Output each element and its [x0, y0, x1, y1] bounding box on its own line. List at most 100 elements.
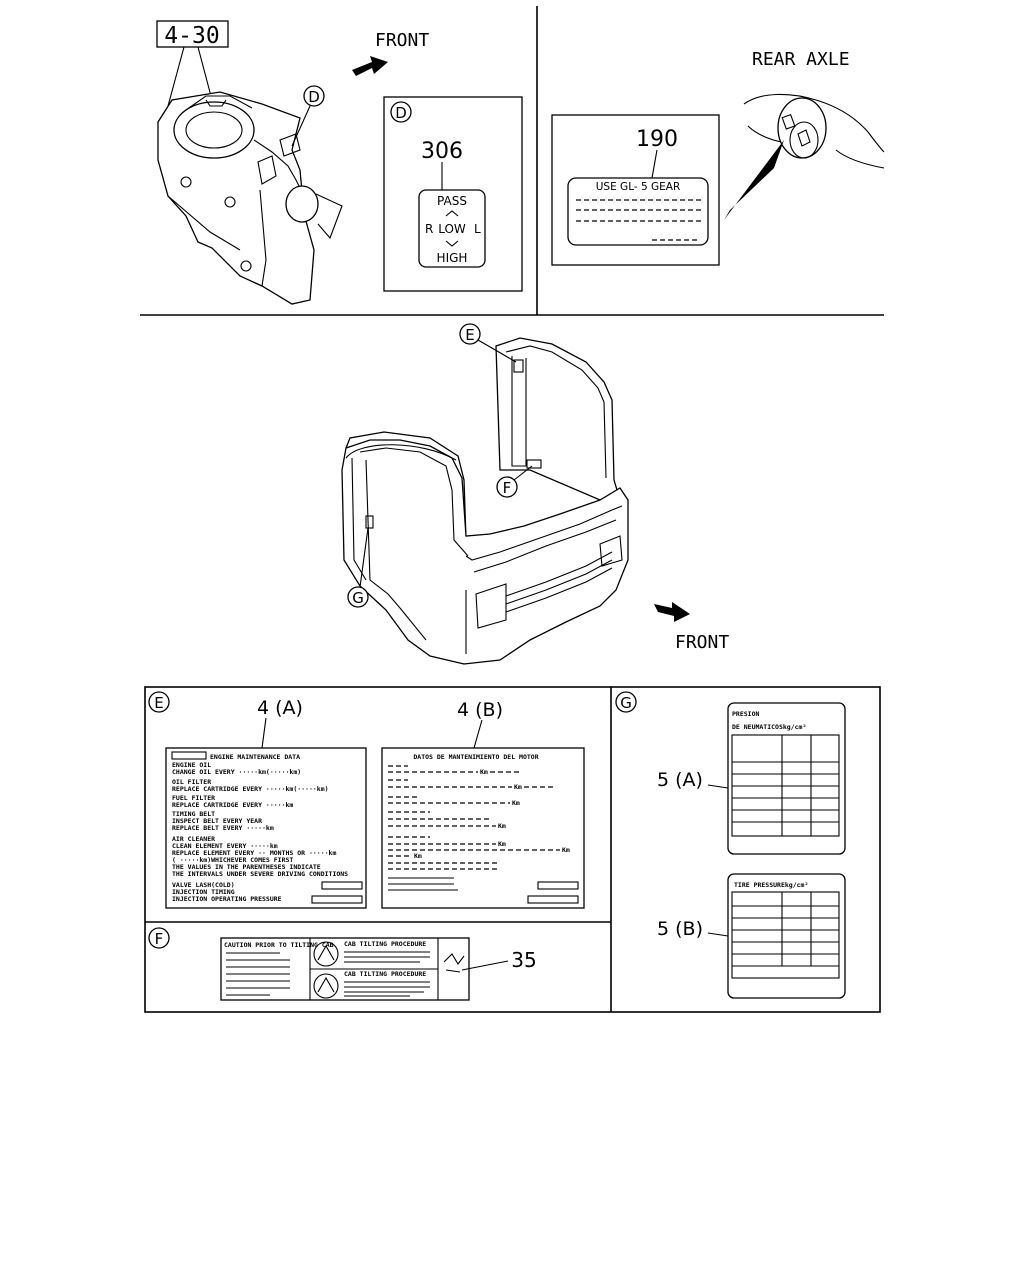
svg-text:Km: Km: [498, 822, 506, 830]
front-label-cab: FRONT: [675, 632, 729, 653]
part-ref-4-30: 4-30: [164, 23, 219, 49]
leader-4a: [261, 717, 267, 749]
leader-g: [359, 527, 369, 588]
detail-d-box: D 306 PASS R LOW L HIGH: [383, 96, 523, 292]
label-5a-line2: DE NEUMATICOSkg/cm²: [732, 723, 806, 731]
warning-pictogram-icon: [443, 953, 465, 973]
gear-oil-label-text: USE GL- 5 GEAR: [596, 181, 681, 193]
label-4a: [165, 747, 367, 909]
leader-4-30-b: [197, 46, 213, 101]
svg-text:Km: Km: [562, 846, 570, 854]
svg-text:THE INTERVALS UNDER SEVERE DRI: THE INTERVALS UNDER SEVERE DRIVING CONDI…: [172, 870, 348, 878]
labels-frame: [144, 686, 881, 1013]
cab-tilt-icon-1: [313, 941, 339, 967]
detail-d-marker: D: [395, 104, 407, 122]
cab-drawing: [341, 337, 629, 665]
svg-text:AIR CLEANER: AIR CLEANER: [172, 835, 215, 843]
part-number-5b[interactable]: 5 (B): [657, 918, 703, 940]
transfer-housing-drawing: [157, 91, 343, 305]
svg-text:VALVE LASH(COLD): VALVE LASH(COLD): [172, 881, 235, 889]
shift-label-pass: PASS: [437, 194, 467, 208]
svg-text:REPLACE CARTRIDGE EVERY ·····k: REPLACE CARTRIDGE EVERY ·····km: [172, 801, 293, 809]
gear-oil-label-box: 190 USE GL- 5 GEAR: [551, 114, 720, 266]
svg-text:E: E: [465, 326, 474, 344]
shift-label-r: R: [425, 222, 433, 236]
svg-text:INSPECT BELT EVERY YEAR: INSPECT BELT EVERY YEAR: [172, 817, 262, 825]
label-35-procedure-title-1: CAB TILTING PROCEDURE: [344, 940, 426, 948]
front-label-top: FRONT: [375, 30, 429, 51]
svg-text:( ·····km)WHICHEVER COMES FIRS: ( ·····km)WHICHEVER COMES FIRST: [172, 856, 293, 864]
rear-axle-drawing: [743, 93, 885, 169]
svg-text:REPLACE CARTRIDGE EVERY ·····k: REPLACE CARTRIDGE EVERY ·····km(·····km): [172, 785, 329, 793]
leader-5b: [707, 932, 729, 937]
leader-f: [513, 465, 533, 481]
gear-oil-label: [567, 177, 709, 246]
panel-e-marker: E: [154, 694, 163, 712]
label-5a: [727, 702, 846, 855]
shift-pattern-label: [418, 189, 486, 268]
front-arrow-top-icon: [352, 56, 388, 76]
panel-e: E 4 (A) 4 (B) ENGINE MAINTENANCE DATA EN…: [148, 691, 585, 909]
callout-g-cab[interactable]: G: [347, 586, 369, 608]
up-arrow-icon: [445, 210, 459, 217]
panel-g: G 5 (A) 5 (B) PRESION DE NEUMATICOSkg/cm…: [615, 691, 846, 999]
callout-d[interactable]: D: [303, 85, 325, 107]
panel-g-marker: G: [620, 694, 632, 712]
svg-text:FUEL FILTER: FUEL FILTER: [172, 794, 215, 802]
pointer-wedge-icon: [724, 140, 784, 220]
label-35-procedure-title-2: CAB TILTING PROCEDURE: [344, 970, 426, 978]
label-5a-line1: PRESION: [732, 710, 759, 718]
svg-text:INJECTION OPERATING PRESSURE: INJECTION OPERATING PRESSURE: [172, 895, 282, 903]
part-number-35[interactable]: 35: [511, 948, 536, 972]
svg-text:INJECTION TIMING: INJECTION TIMING: [172, 888, 235, 896]
label-5b: [727, 873, 846, 999]
cab-tilt-icon-2: [313, 973, 339, 999]
front-arrow-cab-icon: [654, 602, 690, 622]
svg-text:Km: Km: [414, 852, 422, 860]
label-35-caution-title: CAUTION PRIOR TO TILTING CAB: [224, 941, 334, 949]
leader-5a: [707, 784, 729, 789]
svg-text:F: F: [503, 479, 512, 497]
leader-e: [477, 339, 517, 363]
svg-text:CLEAN ELEMENT EVERY ·····km: CLEAN ELEMENT EVERY ·····km: [172, 842, 278, 850]
shift-label-high: HIGH: [437, 251, 468, 265]
part-number-5a[interactable]: 5 (A): [657, 769, 703, 791]
shift-label-low: LOW: [438, 222, 466, 236]
shift-label-l: L: [474, 222, 481, 236]
leader-4b: [473, 719, 483, 749]
part-number-4a[interactable]: 4 (A): [257, 697, 303, 719]
svg-text:Km: Km: [514, 783, 522, 791]
label-5b-title: TIRE PRESSUREkg/cm²: [734, 881, 808, 889]
callout-f-cab[interactable]: F: [496, 476, 518, 498]
svg-text:THE VALUES IN THE PARENTHESES: THE VALUES IN THE PARENTHESES INDICATE: [172, 863, 321, 871]
leader-d: [291, 105, 311, 147]
svg-text:OIL FILTER: OIL FILTER: [172, 778, 211, 786]
svg-text:Km: Km: [512, 799, 520, 807]
svg-text:D: D: [308, 88, 320, 106]
svg-text:REPLACE BELT EVERY ·····km: REPLACE BELT EVERY ·····km: [172, 824, 274, 832]
callout-e-cab[interactable]: E: [459, 323, 481, 345]
leader-35: [461, 960, 509, 971]
svg-text:CHANGE OIL EVERY ·····km(·····: CHANGE OIL EVERY ·····km(·····km): [172, 768, 301, 776]
label-4b: [381, 747, 585, 909]
svg-text:ENGINE OIL: ENGINE OIL: [172, 761, 211, 769]
svg-text:TIMING BELT: TIMING BELT: [172, 810, 215, 818]
part-ref-box[interactable]: 4-30: [156, 20, 229, 49]
svg-text:Km: Km: [480, 768, 488, 776]
down-arrow-icon: [445, 240, 459, 247]
label-4a-title: ENGINE MAINTENANCE DATA: [210, 753, 300, 761]
label-4b-title: DATOS DE MANTENIMIENTO DEL MOTOR: [413, 753, 538, 761]
part-number-190[interactable]: 190: [636, 127, 678, 152]
part-number-4b[interactable]: 4 (B): [457, 699, 503, 721]
part-number-306[interactable]: 306: [421, 139, 463, 164]
panel-f-marker: F: [155, 930, 164, 948]
leader-4-30-a: [167, 46, 185, 107]
svg-text:Km: Km: [498, 840, 506, 848]
panel-f: F CAUTION PRIOR TO TILTING CAB CAB TILTI…: [148, 927, 537, 1001]
rear-axle-label: REAR AXLE: [752, 49, 850, 70]
leader-190: [651, 149, 658, 179]
svg-text:REPLACE ELEMENT EVERY ·· MONTH: REPLACE ELEMENT EVERY ·· MONTHS OR ·····…: [172, 849, 336, 857]
svg-text:G: G: [352, 589, 364, 607]
